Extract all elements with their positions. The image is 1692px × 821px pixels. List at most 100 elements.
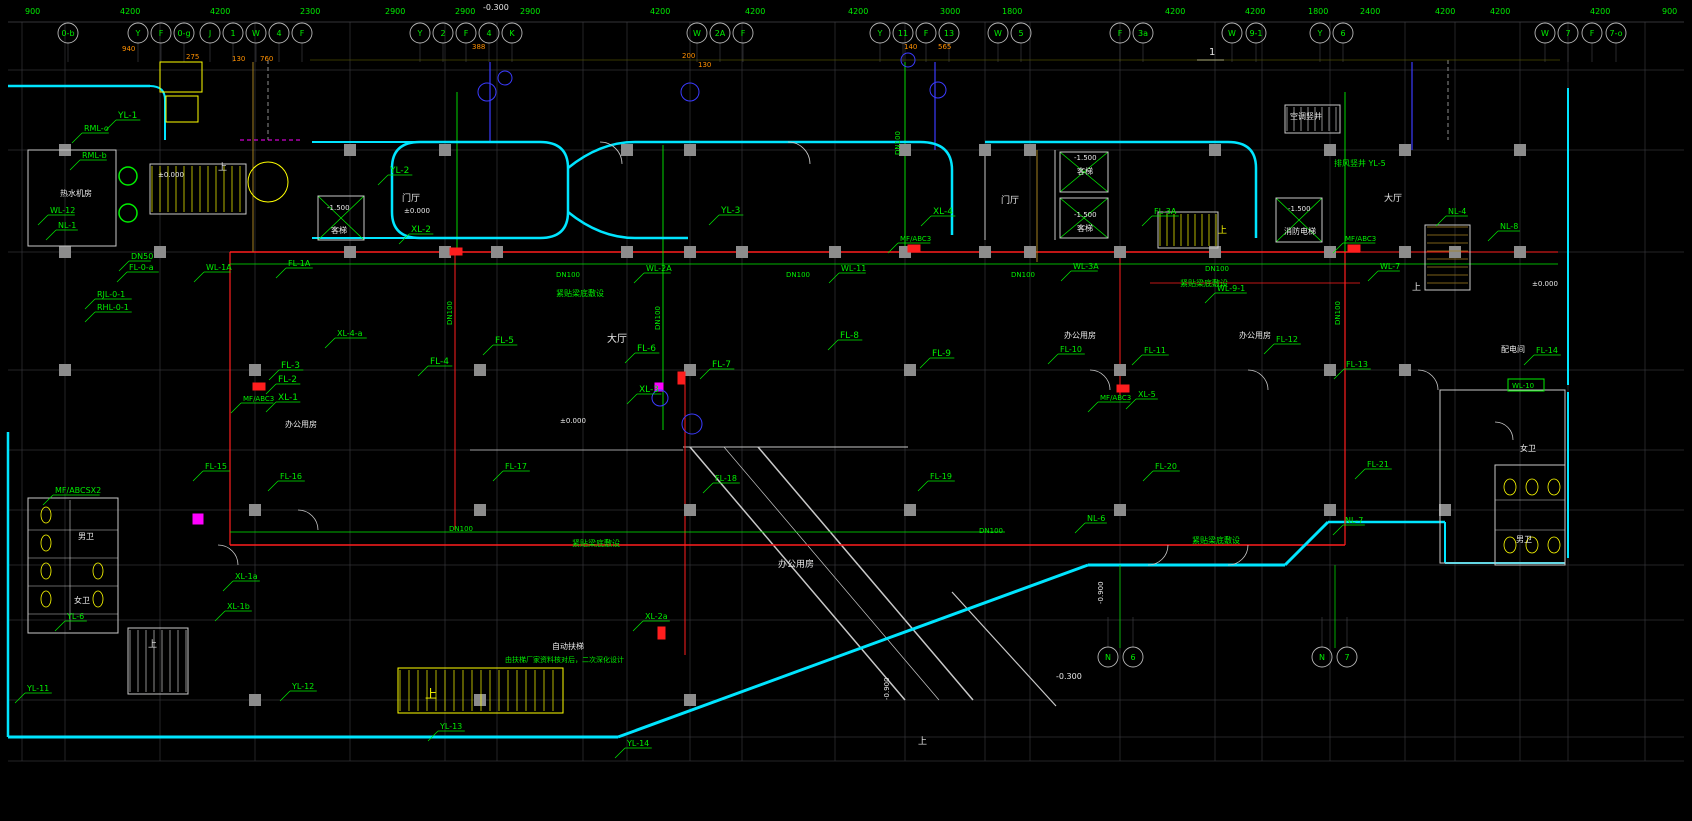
sanitary-fixture — [1503, 478, 1517, 496]
column — [59, 364, 71, 376]
wall-path — [297, 509, 319, 531]
grid-bubble — [1109, 22, 1131, 44]
dimension-label: 4200 — [1165, 7, 1185, 16]
column — [736, 246, 748, 258]
dimension-label: 4200 — [1245, 7, 1265, 16]
drawing-label: -0.900 — [1097, 581, 1105, 604]
leader-line — [1435, 215, 1447, 227]
grid-bubble-label: F — [741, 29, 746, 38]
drawing-label: 200 — [682, 52, 695, 60]
drawing-label: WL-7 — [1380, 262, 1400, 271]
wall-path — [217, 544, 239, 566]
drawing-label: 上 — [918, 736, 927, 747]
column — [1399, 246, 1411, 258]
drawing-label: FL-12 — [1276, 335, 1298, 344]
sanitary-fixture — [40, 562, 52, 580]
grid-bubble-label: Y — [1317, 29, 1323, 38]
grid-bubble — [1097, 646, 1119, 668]
dimension-label: 4200 — [1590, 7, 1610, 16]
grid-bubble — [150, 22, 172, 44]
drawing-label: 紧贴梁底敷设 — [1192, 535, 1240, 545]
leader-line — [1131, 354, 1143, 366]
column — [904, 364, 916, 376]
drawing-label: DN50 — [131, 252, 153, 261]
wall-path — [617, 563, 1089, 739]
grid-bubble-label: Y — [877, 29, 883, 38]
leader-line — [84, 298, 96, 310]
drawing-label: NL-1 — [58, 221, 76, 230]
column — [491, 246, 503, 258]
leader-line — [482, 344, 494, 356]
leader-line — [699, 368, 711, 380]
drawing-label: DN100 — [894, 131, 902, 155]
wall-path — [787, 141, 811, 165]
drawing-line — [1275, 197, 1323, 243]
leader-line — [105, 119, 117, 131]
drawing-label: -0.300 — [483, 3, 509, 12]
grid-bubble — [455, 22, 477, 44]
grid-bubble-label: 6 — [1340, 29, 1345, 38]
column — [59, 246, 71, 258]
column — [684, 246, 696, 258]
dimension-label: 1800 — [1002, 7, 1022, 16]
leader-line — [1142, 470, 1154, 482]
room-or-fixture-rect — [165, 95, 199, 123]
drawing-label: FL-9 — [932, 349, 951, 359]
drawing-label: RML-b — [82, 151, 107, 160]
dimension-label: 3000 — [940, 7, 960, 16]
leader-line — [118, 260, 130, 272]
leader-line — [214, 610, 226, 622]
drawing-label: FL-7 — [712, 360, 731, 370]
sanitary-fixture — [1525, 478, 1539, 496]
leader-line — [708, 214, 720, 226]
grid-bubble — [1332, 22, 1354, 44]
leader-line — [193, 271, 205, 283]
drawing-label: 388 — [472, 43, 485, 51]
dimension-label: 4200 — [848, 7, 868, 16]
grid-bubble — [245, 22, 267, 44]
leader-line — [116, 271, 128, 283]
drawing-label: MF/ABC3 — [243, 395, 274, 403]
drawing-label: WL-1A — [206, 263, 232, 272]
dimension-label: 2400 — [1360, 7, 1380, 16]
drawing-line — [317, 195, 365, 241]
wall-path — [1417, 369, 1439, 391]
drawing-label: YL-14 — [626, 739, 649, 748]
grid-bubble-label: F — [300, 29, 305, 38]
drawing-label: 940 — [122, 45, 135, 53]
struct-layer — [6, 21, 1684, 739]
leader-line — [42, 494, 54, 506]
wall-path — [1494, 421, 1514, 441]
drawing-label: FL-15 — [205, 462, 227, 471]
fixture-circle — [929, 81, 947, 99]
grid-bubble — [1010, 22, 1032, 44]
drawing-label: 紧贴梁底敷设 — [572, 538, 620, 548]
drawing-label: 办公用房 — [1064, 330, 1096, 340]
drawing-line — [1059, 197, 1109, 239]
grid-bubble — [1221, 22, 1243, 44]
drawing-label: YL-6 — [66, 612, 84, 621]
drawing-label: 上 — [218, 162, 227, 173]
drawing-label: 办公用房 — [1239, 330, 1271, 340]
drawing-label: FL-4 — [430, 357, 449, 367]
drawing-line — [723, 446, 940, 701]
drawing-label: 565 — [938, 43, 951, 51]
column — [344, 246, 356, 258]
drawing-label: 130 — [698, 61, 711, 69]
grid-bubble — [1581, 22, 1603, 44]
drawing-label: 大厅 — [1384, 192, 1402, 204]
room-or-fixture-rect — [1347, 244, 1361, 253]
drawing-label: 紧贴梁底敷设 — [556, 288, 604, 298]
grid-bubble-label: 4 — [276, 29, 281, 38]
column — [684, 364, 696, 376]
column — [1024, 144, 1036, 156]
leader-line — [1333, 368, 1345, 380]
leader-line — [1047, 353, 1059, 365]
grid-bubble-label: W — [994, 29, 1002, 38]
drawing-label: ±0.000 — [560, 417, 586, 425]
column — [1324, 504, 1336, 516]
column — [1439, 504, 1451, 516]
column — [1209, 246, 1221, 258]
